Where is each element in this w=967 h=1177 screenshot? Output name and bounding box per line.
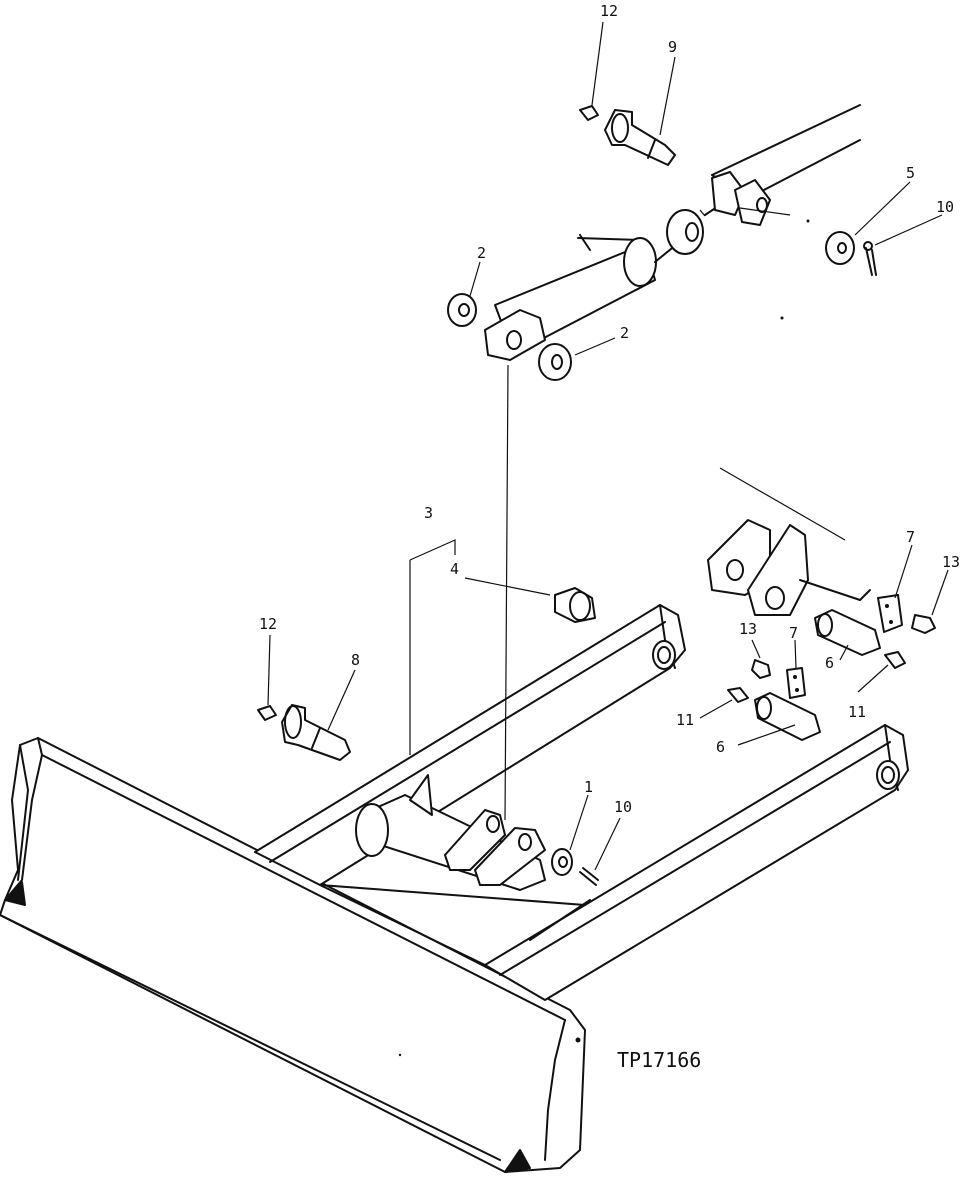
callout-10-top: 10 [936, 198, 954, 216]
part-10-cotter-pins [579, 241, 877, 886]
callout-2-lower: 2 [620, 324, 629, 342]
callout-3: 3 [424, 504, 433, 522]
callout-8: 8 [351, 651, 360, 669]
callout-1: 1 [584, 778, 593, 796]
part-12-fittings [257, 105, 599, 721]
callout-7-mid: 7 [789, 624, 798, 642]
part-9-pin [604, 109, 676, 166]
callout-11-right: 11 [848, 703, 866, 721]
callout-7-right: 7 [906, 528, 915, 546]
callout-11-left: 11 [676, 711, 694, 729]
leader-lines [267, 21, 949, 871]
callout-6-right: 6 [825, 654, 834, 672]
dozer-blade [0, 737, 586, 1173]
washers [447, 231, 855, 876]
callout-5: 5 [906, 164, 915, 182]
mount-brackets [707, 467, 871, 616]
tilt-cylinder [484, 204, 721, 361]
part-6-pins [754, 609, 881, 741]
part-7-plates [786, 594, 903, 699]
top-frame-link [711, 104, 861, 226]
callout-12-top: 12 [600, 2, 618, 20]
push-frame [254, 604, 909, 1001]
figure-code: TP17166 [617, 1048, 701, 1072]
part-8-pin [281, 704, 351, 761]
callout-12-left: 12 [259, 615, 277, 633]
callout-2-upper: 2 [477, 244, 486, 262]
callout-13-mid: 13 [739, 620, 757, 638]
callout-labels: 12 9 5 10 2 2 3 4 7 13 12 13 7 8 6 11 11… [259, 2, 960, 816]
callout-9: 9 [668, 38, 677, 56]
callout-13-right: 13 [942, 553, 960, 571]
part-11-fittings [727, 651, 906, 703]
part-4-bushing [554, 587, 596, 623]
callout-10-bottom: 10 [614, 798, 632, 816]
callout-4: 4 [450, 560, 459, 578]
callout-6-left: 6 [716, 738, 725, 756]
part-13-bolts [751, 614, 936, 679]
